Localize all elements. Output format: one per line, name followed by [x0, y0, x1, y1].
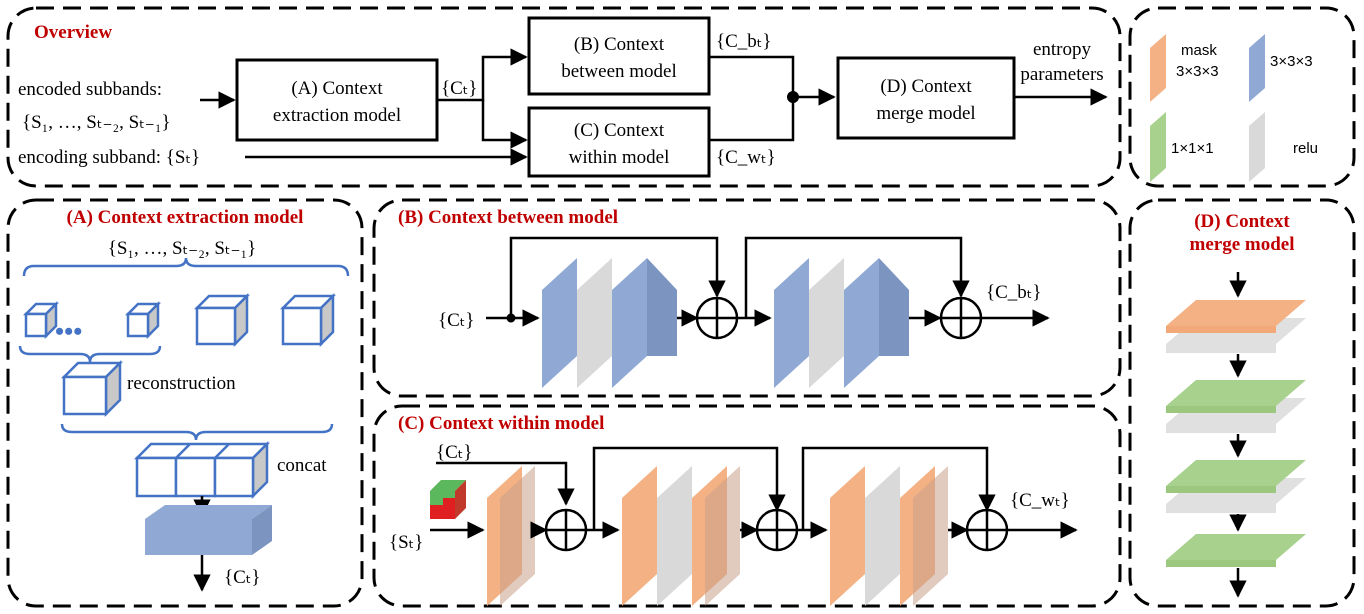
panel-B-input: {Cₜ} — [438, 310, 475, 331]
encoded-subbands-set: {S₁, …, Sₜ₋₂, Sₜ₋₁} — [22, 112, 171, 133]
line-B-to-merge — [709, 55, 795, 97]
panel-D-layer-4 — [1166, 534, 1306, 567]
panel-B-sum-1 — [695, 296, 739, 340]
panel-D: (D) Context merge model — [1128, 198, 1356, 608]
panel-B-conv-2a — [774, 258, 809, 388]
panel-C-input-ct: {Cₜ} — [436, 442, 473, 463]
legend-mask-swatch — [1150, 34, 1166, 102]
box-C-line2: within model — [569, 147, 670, 168]
panel-C: (C) Context within model {Cₜ} {Sₜ} — [372, 404, 1122, 608]
panel-B-output: {C_bₜ} — [986, 282, 1042, 303]
panel-C-sum-3 — [965, 508, 1009, 552]
panel-C-skip-2 — [801, 446, 996, 530]
cw-label: {C_wₜ} — [716, 147, 776, 168]
panel-B-sum-2 — [939, 296, 983, 340]
panel-D-title-line2: merge model — [1190, 234, 1295, 255]
encoding-subband-label: encoding subband: {Sₜ} — [18, 147, 200, 168]
concat-label: concat — [277, 455, 327, 476]
box-C-line1: (C) Context — [574, 120, 665, 141]
panel-C-ct-arrow — [436, 461, 575, 506]
overview-box-A: (A) Context extraction model — [235, 58, 439, 142]
panel-C-input-st: {Sₜ} — [389, 532, 423, 553]
overview-panel: Overview encoded subbands: {S₁, …, Sₜ₋₂,… — [6, 6, 1122, 188]
panel-C-title: (C) Context within model — [398, 413, 604, 434]
line-C-to-merge — [709, 97, 795, 142]
arrow-ct-to-B — [437, 48, 528, 102]
legend-conv3-label: 3×3×3 — [1270, 53, 1313, 70]
panel-A-small-brace — [18, 345, 162, 363]
panel-B-relu-1 — [577, 258, 612, 388]
panel-A-title: (A) Context extraction model — [67, 207, 304, 228]
overview-box-D: (D) Context merge model — [836, 56, 1016, 140]
panel-A-top-brace — [22, 257, 350, 277]
panel-B-relu-2 — [809, 258, 844, 388]
encoded-subbands-label: encoded subbands: — [18, 79, 162, 100]
concat-cubes — [133, 440, 271, 500]
large-cube-1 — [193, 292, 251, 348]
panel-A: (A) Context extraction model {S₁, …, Sₜ₋… — [6, 198, 364, 608]
cb-label: {C_bₜ} — [716, 31, 772, 52]
panel-D-layer-3 — [1166, 460, 1306, 513]
reconstruction-cube — [60, 359, 124, 418]
panel-C-block-2 — [830, 466, 948, 606]
legend-mask-label: mask — [1181, 42, 1217, 59]
overview-box-C: (C) Context within model — [527, 106, 711, 178]
large-cube-2 — [279, 292, 337, 348]
panel-C-output: {C_wₜ} — [1010, 490, 1070, 511]
reconstruction-label: reconstruction — [127, 373, 236, 394]
panel-A-conv-plate — [145, 505, 272, 555]
box-A-line2: extraction model — [273, 105, 401, 126]
panel-D-layer-1 — [1166, 300, 1306, 353]
panel-B-block-1 — [542, 258, 677, 388]
panel-A-set: {S₁, …, Sₜ₋₂, Sₜ₋₁} — [108, 238, 257, 259]
panel-B-skip-2 — [744, 236, 970, 318]
legend-conv1-label: 1×1×1 — [1171, 140, 1214, 157]
box-B-line2: between model — [561, 61, 677, 82]
legend-panel: mask 3×3×3 3×3×3 1×1×1 relu — [1128, 6, 1356, 188]
panel-B-title: (B) Context between model — [398, 207, 618, 228]
output-line1: entropy — [1033, 39, 1092, 60]
masked-cube-icon — [430, 480, 466, 519]
legend-conv1-swatch — [1150, 112, 1166, 182]
overview-box-B: (B) Context between model — [527, 16, 711, 96]
panel-B: (B) Context between model {Cₜ} — [372, 198, 1122, 398]
legend-relu-swatch — [1249, 112, 1265, 182]
legend-mask-size: 3×3×3 — [1176, 63, 1219, 80]
panel-C-sum-2 — [755, 508, 799, 552]
small-cube-1 — [22, 300, 60, 340]
panel-C-mask-conv-1 — [487, 466, 535, 606]
ct-label: {Cₜ} — [441, 78, 478, 99]
arrow-ct-to-C — [481, 100, 528, 149]
legend-relu-label: relu — [1293, 140, 1318, 157]
panel-C-block-1 — [622, 466, 740, 606]
box-D-line1: (D) Context — [880, 76, 972, 97]
box-A-line1: (A) Context — [291, 78, 383, 99]
small-cube-2 — [124, 300, 162, 340]
panel-A-dots: ••• — [55, 317, 82, 346]
panel-A-output: {Cₜ} — [224, 567, 261, 588]
overview-title: Overview — [34, 22, 112, 43]
panel-B-block-2 — [774, 258, 909, 388]
panel-C-skip-1 — [592, 446, 786, 530]
output-line2: parameters — [1020, 64, 1103, 85]
panel-B-conv-1b — [612, 258, 647, 388]
panel-B-conv-2b — [844, 258, 879, 388]
legend-conv3-swatch — [1249, 34, 1265, 102]
panel-D-layer-2 — [1166, 380, 1306, 433]
panel-B-skip-1 — [509, 236, 726, 318]
box-B-line1: (B) Context — [574, 34, 665, 55]
panel-A-bottom-brace — [60, 423, 334, 441]
panel-B-conv-1a — [542, 258, 577, 388]
panel-C-sum-1 — [544, 508, 588, 552]
panel-D-title-line1: (D) Context — [1194, 211, 1290, 232]
box-D-line2: merge model — [876, 103, 975, 124]
